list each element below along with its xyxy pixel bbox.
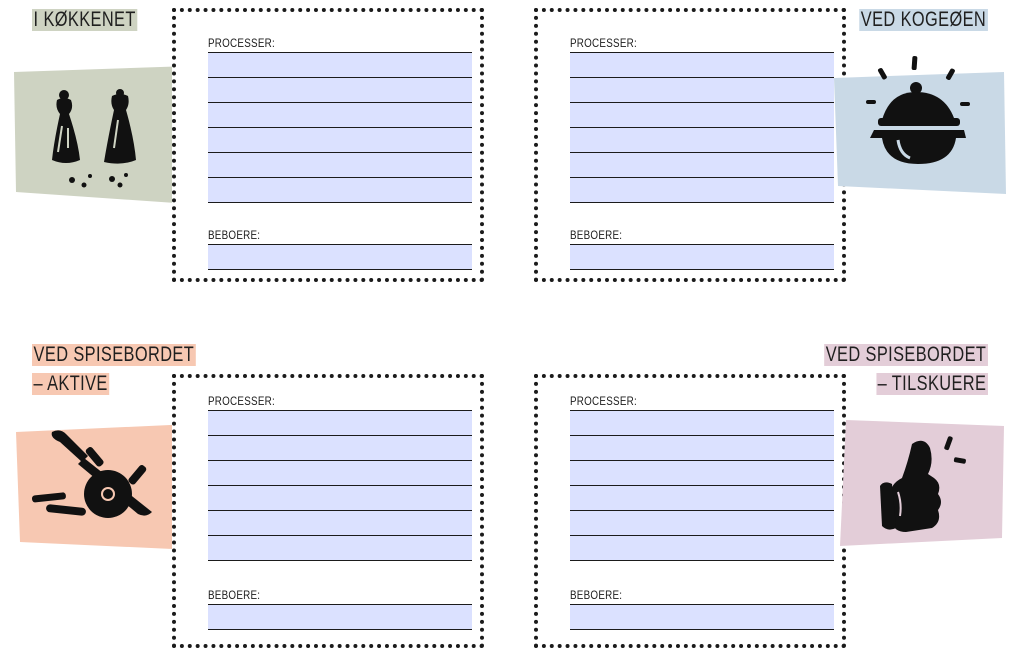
residents-lines[interactable] xyxy=(570,604,834,630)
form-card-dining-active: PROCESSER: BEBOERE: xyxy=(172,374,484,648)
section-title-line: – TILSKUERE xyxy=(876,372,988,395)
section-title-line: VED SPISEBORDET xyxy=(824,343,988,366)
processes-label: PROCESSER: xyxy=(208,36,275,50)
processes-label: PROCESSER: xyxy=(570,394,637,408)
form-card-stove: PROCESSER: BEBOERE: xyxy=(534,8,846,282)
section-title-line: I KØKKENET xyxy=(32,8,138,31)
residents-lines[interactable] xyxy=(570,244,834,270)
section-title-line: VED SPISEBORDET xyxy=(32,343,196,366)
form-card-dining-watchers: PROCESSER: BEBOERE: xyxy=(534,374,846,648)
residents-lines[interactable] xyxy=(208,244,472,270)
knife-tomato-icon xyxy=(31,430,152,518)
section-title-dining-active: VED SPISEBORDET – AKTIVE xyxy=(32,342,196,396)
residents-label: BEBOERE: xyxy=(570,588,623,602)
section-title-stove: VED KOGEØEN xyxy=(859,7,988,32)
section-title-line: – AKTIVE xyxy=(32,372,110,395)
residents-label: BEBOERE: xyxy=(208,228,261,242)
residents-label: BEBOERE: xyxy=(208,588,261,602)
residents-label: BEBOERE: xyxy=(570,228,623,242)
processes-lines[interactable] xyxy=(570,52,834,203)
processes-lines[interactable] xyxy=(208,52,472,203)
processes-label: PROCESSER: xyxy=(208,394,275,408)
residents-lines[interactable] xyxy=(208,604,472,630)
thumbs-up-icon xyxy=(880,436,966,532)
section-title-kitchen: I KØKKENET xyxy=(32,7,138,32)
cooking-pot-icon xyxy=(866,56,970,164)
processes-label: PROCESSER: xyxy=(570,36,637,50)
section-title-dining-watchers: VED SPISEBORDET – TILSKUERE xyxy=(824,342,988,396)
form-card-kitchen: PROCESSER: BEBOERE: xyxy=(172,8,484,282)
processes-lines[interactable] xyxy=(570,410,834,561)
salt-pepper-icon xyxy=(52,89,136,188)
processes-lines[interactable] xyxy=(208,410,472,561)
section-title-line: VED KOGEØEN xyxy=(859,8,988,31)
